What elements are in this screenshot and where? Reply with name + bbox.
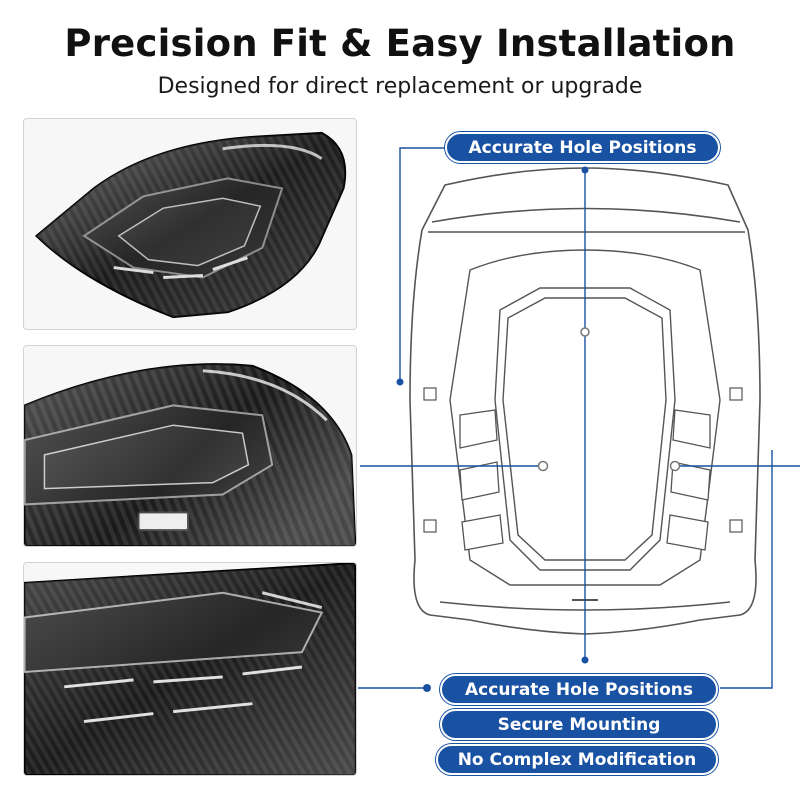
hole-markers — [537, 327, 681, 472]
callout-dots — [396, 166, 589, 692]
mounting-tabs — [423, 387, 743, 533]
page-title: Precision Fit & Easy Installation — [64, 22, 736, 65]
carbon-part-illustration — [24, 119, 356, 329]
carbon-part-illustration — [24, 346, 356, 546]
hood-structure — [449, 249, 721, 601]
carbon-part-illustration — [24, 563, 356, 775]
product-photo-closeup-vents — [23, 562, 357, 776]
product-photo-angle-view — [23, 118, 357, 330]
callout-lines — [358, 147, 800, 689]
callout-no-complex-modification: No Complex Modification — [436, 744, 718, 775]
vent-slots — [459, 409, 711, 551]
callout-secure-mounting: Secure Mounting — [440, 709, 718, 740]
installation-diagram — [358, 147, 800, 692]
callout-accurate-hole-positions-top: Accurate Hole Positions — [445, 132, 720, 163]
callout-accurate-hole-positions: Accurate Hole Positions — [440, 674, 718, 705]
product-photo-closeup-front — [23, 345, 357, 547]
page-subtitle: Designed for direct replacement or upgra… — [157, 74, 643, 99]
